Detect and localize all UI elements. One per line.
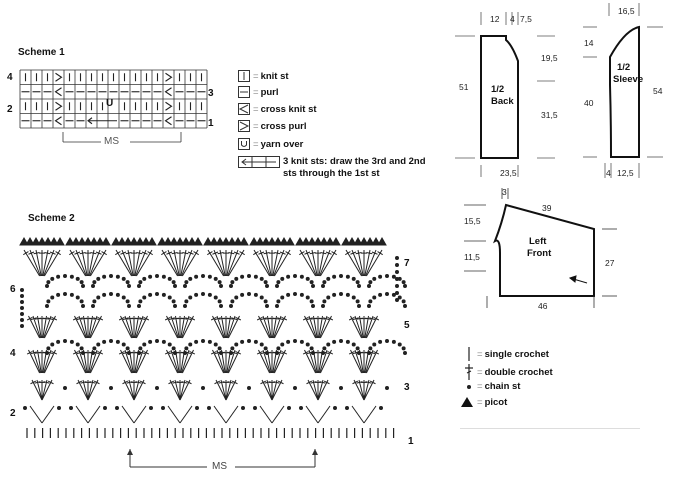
sleeve-label: 1/2 Sleeve — [613, 62, 643, 86]
scheme2-row-2: 2 — [10, 408, 16, 419]
legend-chain-st: =chain st — [464, 381, 520, 392]
scheme2-row-4: 4 — [10, 348, 16, 359]
legend-single-crochet: =single crochet — [464, 347, 549, 361]
sleeve-left-40: 40 — [584, 98, 594, 108]
scheme2-crochet-chart — [19, 236, 407, 438]
legend-picot-label: picot — [484, 396, 508, 408]
picot-icon — [461, 397, 473, 407]
three-knit-sts-icon — [238, 156, 280, 168]
scheme1-row-3: 3 — [208, 88, 214, 99]
front-label-line2: Front — [527, 248, 552, 259]
legend-yarn-over-label: yarn over — [260, 138, 304, 150]
front-top-3: 3 — [502, 187, 507, 197]
front-label: Left Front — [527, 236, 551, 260]
scheme1-title: Scheme 1 — [18, 47, 65, 58]
legend-cross-purl-label: cross purl — [260, 120, 307, 132]
front-left-15-5: 15,5 — [464, 216, 481, 226]
legend-yarn-over: =yarn over — [238, 138, 303, 150]
legend-chain-st-label: chain st — [484, 381, 521, 392]
sleeve-bottom-4: 4 — [606, 168, 611, 178]
back-label: 1/2 Back — [491, 84, 514, 108]
legend-cross-purl: =cross purl — [238, 120, 307, 132]
legend-double-crochet-label: double crochet — [484, 366, 553, 378]
sleeve-left-14: 14 — [584, 38, 594, 48]
sleeve-label-line1: 1/2 — [617, 62, 631, 73]
left-front-schematic — [464, 188, 617, 308]
sleeve-top-16-5: 16,5 — [618, 6, 635, 16]
back-left-51: 51 — [459, 82, 469, 92]
scheme2-row-7: 7 — [404, 258, 410, 269]
back-top-12: 12 — [490, 14, 500, 24]
sleeve-schematic — [583, 3, 663, 178]
sleeve-label-line2: Sleeve — [613, 74, 644, 85]
back-schematic — [455, 12, 555, 177]
sleeve-right-54: 54 — [653, 86, 663, 96]
legend-cross-knit-label: cross knit st — [260, 103, 317, 115]
back-right-19-5: 19,5 — [541, 53, 558, 63]
scheme1-repeat-label: MS — [104, 136, 119, 147]
chain-st-icon — [467, 384, 471, 389]
scheme2-row-6: 6 — [10, 284, 16, 295]
back-right-31-5: 31,5 — [541, 110, 558, 120]
purl-icon — [238, 86, 250, 98]
legend-three-knit-sts-label: 3 knit sts: draw the 3rd and 2nd — [283, 156, 426, 167]
legend-purl: =purl — [238, 86, 279, 98]
legend-double-crochet: =double crochet — [464, 364, 553, 380]
front-right-27: 27 — [605, 258, 615, 268]
back-top-7-5: 7,5 — [520, 14, 532, 24]
scheme1-knitting-chart — [19, 69, 208, 129]
legend-three-knit-sts: 3 knit sts: draw the 3rd and 2nd sts thr… — [238, 156, 426, 180]
back-top-4: 4 — [510, 14, 515, 24]
sleeve-bottom-12-5: 12,5 — [617, 168, 634, 178]
knit-st-icon — [238, 70, 250, 82]
scheme2-repeat-bracket — [127, 449, 318, 468]
legend-knit-st: =knit st — [238, 70, 289, 82]
legend-knit-st-label: knit st — [260, 70, 289, 82]
yarn-over-icon — [238, 138, 250, 150]
back-label-line2: Back — [491, 96, 514, 107]
scheme1-row-4: 4 — [7, 72, 13, 83]
front-left-11-5: 11,5 — [464, 252, 480, 262]
scheme2-title: Scheme 2 — [28, 213, 75, 224]
front-label-line1: Left — [529, 236, 547, 247]
legend-three-knit-sts-label2: sts through the 1st st — [283, 168, 380, 179]
scheme1-row-2: 2 — [7, 104, 13, 115]
front-bottom-46: 46 — [538, 301, 548, 311]
scheme1-row-1: 1 — [208, 118, 214, 129]
single-crochet-icon — [468, 347, 470, 361]
legend-cross-knit: =cross knit st — [238, 103, 317, 115]
cross-knit-icon — [238, 103, 250, 115]
double-crochet-icon — [465, 364, 473, 380]
legend-picot: =picot — [460, 396, 507, 408]
scheme2-repeat-label: MS — [212, 461, 227, 472]
legend-purl-label: purl — [260, 86, 279, 98]
scheme2-row-3: 3 — [404, 382, 410, 393]
back-label-line1: 1/2 — [491, 84, 505, 95]
front-top-39: 39 — [542, 203, 552, 213]
scheme2-row-1: 1 — [408, 436, 414, 447]
page-divider — [460, 428, 640, 429]
cross-purl-icon — [238, 120, 250, 132]
back-bottom-23-5: 23,5 — [500, 168, 517, 178]
scheme2-row-5: 5 — [404, 320, 410, 331]
scheme1-yarn-over-mark: U — [106, 98, 114, 109]
legend-single-crochet-label: single crochet — [484, 348, 549, 360]
scheme1-repeat-bracket — [62, 132, 182, 143]
